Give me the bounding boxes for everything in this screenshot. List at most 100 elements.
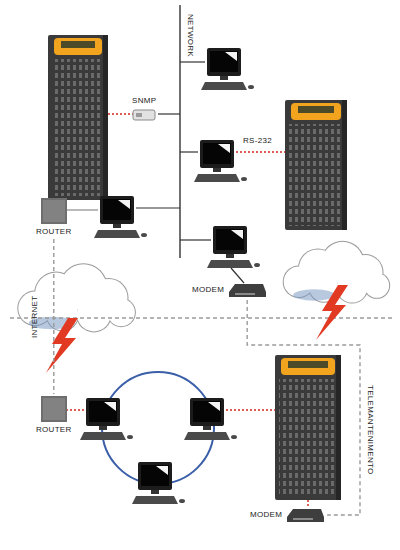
monitor-stand <box>220 76 228 80</box>
dashed-link <box>53 239 54 394</box>
screen-glare <box>218 144 230 153</box>
modem-icon <box>285 507 325 523</box>
router-icon <box>41 198 67 224</box>
router-box: ROUTER <box>36 396 72 435</box>
serial-cable <box>307 500 309 508</box>
router-box: ROUTER <box>36 198 72 237</box>
ring-network <box>102 372 214 484</box>
interface-label: RS-232 <box>243 136 272 146</box>
modem-lights <box>293 518 313 520</box>
monitor-screen <box>89 401 117 422</box>
ups-display <box>298 106 334 113</box>
ups-cabinet <box>48 35 108 200</box>
serial-cable <box>226 409 275 411</box>
ups-display <box>288 361 328 368</box>
modem-body <box>229 284 266 297</box>
computer <box>80 398 133 440</box>
ups-vents <box>52 59 102 196</box>
mouse <box>141 233 147 237</box>
snmp-icon <box>132 109 156 121</box>
mouse <box>241 177 247 181</box>
keyboard <box>207 260 253 268</box>
computer <box>94 196 147 238</box>
cable-line <box>231 268 244 283</box>
cable-line <box>180 151 198 152</box>
modem-box: MODEM <box>250 507 325 523</box>
cloud-fill <box>364 273 389 298</box>
monitor <box>207 48 241 76</box>
monitor-screen <box>193 401 221 422</box>
keyboard <box>80 432 126 440</box>
ups-body <box>285 100 347 230</box>
cable-line <box>180 239 211 240</box>
monitor-screen <box>141 465 169 486</box>
screen-glare <box>225 52 237 61</box>
monitor-screen <box>216 229 244 250</box>
keyboard <box>94 230 140 238</box>
snmp-body <box>133 110 155 120</box>
node-label: ROUTER <box>36 425 72 435</box>
keyboard <box>201 82 247 90</box>
computer <box>207 226 260 268</box>
monitor-screen <box>103 199 131 220</box>
monitor <box>200 140 234 168</box>
monitor-stand <box>213 168 221 172</box>
lightning-bolt <box>316 285 348 340</box>
mouse <box>254 263 260 267</box>
ups-vents <box>289 124 341 226</box>
monitor-stand <box>113 224 121 228</box>
modem-body <box>287 509 324 522</box>
monitor <box>190 398 224 426</box>
ups-display <box>61 41 95 48</box>
node-label: MODEM <box>192 285 224 295</box>
link-label: INTERNET <box>30 295 40 337</box>
screen-glare <box>104 402 116 411</box>
mouse <box>127 435 133 439</box>
ups-panel <box>291 103 341 120</box>
keyboard <box>132 496 178 504</box>
ups-body <box>275 355 341 500</box>
computer <box>201 48 254 90</box>
ups-cabinet <box>275 355 341 500</box>
ups-panel <box>281 358 335 375</box>
monitor-screen <box>210 51 238 72</box>
cloud-fill <box>108 299 135 326</box>
cable-line <box>62 209 98 210</box>
monitor-stand <box>151 490 159 494</box>
monitor <box>213 226 247 254</box>
computer <box>184 398 237 440</box>
mouse <box>231 435 237 439</box>
computer <box>132 462 185 504</box>
router-face <box>43 200 65 222</box>
monitor <box>100 196 134 224</box>
cable-line <box>136 207 180 208</box>
link-label: TELEMANTENIMENTO <box>365 385 375 475</box>
screen-glare <box>231 230 243 239</box>
lightning-bolt <box>46 318 78 373</box>
router-icon <box>41 396 67 422</box>
ups-side <box>342 100 347 230</box>
monitor <box>138 462 172 490</box>
ups-side <box>103 35 108 200</box>
keyboard <box>194 174 240 182</box>
screen-glare <box>208 402 220 411</box>
monitor-screen <box>203 143 231 164</box>
serial-cable <box>236 151 285 153</box>
ups-panel <box>54 38 102 55</box>
router-face <box>43 398 65 420</box>
network-label: NETWORK <box>185 14 195 57</box>
monitor-stand <box>226 254 234 258</box>
modem-icon <box>227 282 267 298</box>
mouse <box>179 499 185 503</box>
screen-glare <box>118 200 130 209</box>
network-backbone <box>179 5 180 258</box>
monitor-stand <box>203 426 211 430</box>
dashed-link <box>247 300 360 515</box>
serial-cable <box>108 113 136 115</box>
ups-side <box>336 355 341 500</box>
mouse <box>248 85 254 89</box>
modem-box: MODEM <box>192 282 267 298</box>
